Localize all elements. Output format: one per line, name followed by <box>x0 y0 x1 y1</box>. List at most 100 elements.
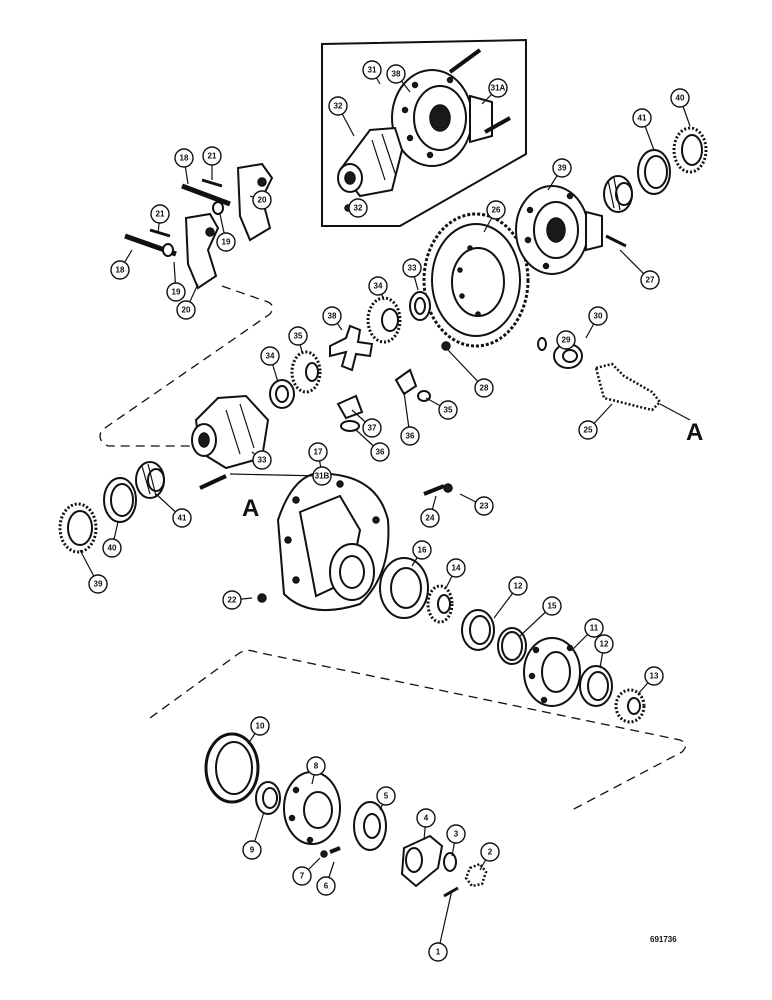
inset-case-half <box>337 126 404 198</box>
callout-circle <box>328 96 348 116</box>
adjuster-nut-right <box>672 126 708 174</box>
callout-circle <box>412 540 432 560</box>
dashed-group-outlines <box>99 285 687 811</box>
callout-layer: 1234567891011121213141516171818191920202… <box>79 60 691 962</box>
callout-label: 31A <box>491 84 506 93</box>
callout-32: 32 <box>348 198 368 218</box>
callout-4: 4 <box>416 808 436 841</box>
callout-label: 30 <box>594 312 603 321</box>
callout-33: 33 <box>402 258 422 291</box>
callout-31A: 31A <box>481 78 508 105</box>
callout-31B: 31B <box>229 466 332 486</box>
callout-1: 1 <box>428 889 453 962</box>
callout-34: 34 <box>368 276 388 301</box>
callout-label: 18 <box>116 266 125 275</box>
callout-label: 26 <box>492 206 501 215</box>
callout-circle <box>542 596 562 616</box>
callout-circle <box>172 508 192 528</box>
callout-19: 19 <box>216 213 236 252</box>
callout-circle <box>644 666 664 686</box>
callout-label: 24 <box>426 514 435 523</box>
callout-label: 5 <box>384 792 389 801</box>
inset-box <box>321 38 527 227</box>
pinion-gears-36 <box>336 368 418 420</box>
callout-label: 8 <box>314 762 319 771</box>
callout-label: 32 <box>354 204 363 213</box>
callout-label: 20 <box>182 306 191 315</box>
bearing-cup-40 <box>103 477 137 523</box>
deflector-5 <box>353 801 387 851</box>
callout-circle <box>260 346 280 366</box>
cage-11 <box>523 637 581 707</box>
callout-label: 4 <box>424 814 429 823</box>
callout-16: 16 <box>411 540 432 567</box>
callout-label: 1 <box>436 948 441 957</box>
callout-6: 6 <box>316 861 336 896</box>
callout-8: 8 <box>306 756 326 785</box>
callout-41: 41 <box>155 493 192 528</box>
callout-label: 20 <box>258 196 267 205</box>
callout-circle <box>474 378 494 398</box>
callout-37: 37 <box>351 409 382 438</box>
callout-label: 41 <box>178 514 187 523</box>
callout-circle <box>584 618 604 638</box>
callout-28: 28 <box>447 349 494 398</box>
callout-circle <box>306 756 326 776</box>
callout-15: 15 <box>519 596 562 637</box>
callout-label: 9 <box>250 846 255 855</box>
callout-circle <box>288 326 308 346</box>
callout-circle <box>88 574 108 594</box>
plug-22 <box>257 593 267 603</box>
callout-20: 20 <box>249 190 272 210</box>
callout-label: 38 <box>392 70 401 79</box>
callout-label: 25 <box>584 426 593 435</box>
callout-label: 29 <box>562 336 571 345</box>
callout-21: 21 <box>202 146 222 180</box>
small-bolt-27 <box>605 234 627 248</box>
callout-label: 16 <box>418 546 427 555</box>
callout-circle <box>386 64 406 84</box>
callout-40: 40 <box>102 521 122 558</box>
callout-36: 36 <box>400 391 420 446</box>
case-half-32-lower <box>191 394 270 470</box>
nut-2 <box>464 862 488 888</box>
yoke-4 <box>400 834 444 888</box>
callout-label: 2 <box>488 848 493 857</box>
callout-label: 35 <box>294 332 303 341</box>
callout-label: 11 <box>590 624 599 633</box>
plug-28 <box>441 341 451 351</box>
callout-14: 14 <box>445 558 466 589</box>
callout-circle <box>202 146 222 166</box>
callout-label: 21 <box>208 152 217 161</box>
callout-circle <box>640 270 660 290</box>
callout-label: 39 <box>94 580 103 589</box>
callout-circle <box>578 420 598 440</box>
callout-label: 22 <box>228 596 237 605</box>
callout-circle <box>480 842 500 862</box>
callout-label: 32 <box>334 102 343 111</box>
callout-label: 7 <box>300 872 305 881</box>
callout-label: 40 <box>676 94 685 103</box>
callout-18: 18 <box>110 249 133 280</box>
callout-label: 35 <box>444 406 453 415</box>
callout-39: 39 <box>547 158 572 191</box>
bolt-31a <box>199 474 227 490</box>
callout-label: 23 <box>480 502 489 511</box>
ring-gear <box>422 212 530 348</box>
cap-bolts <box>124 178 231 257</box>
callout-circle <box>474 496 494 516</box>
callout-circle <box>222 590 242 610</box>
washer-3 <box>443 852 457 872</box>
cross-shaft-37 <box>329 324 374 372</box>
callout-13: 13 <box>637 666 664 695</box>
callout-label: 40 <box>108 544 117 553</box>
callout-7: 7 <box>292 857 321 886</box>
callout-circle <box>316 876 336 896</box>
figure-id: 691736 <box>650 935 677 944</box>
callout-circle <box>102 538 122 558</box>
callout-label: 3 <box>454 830 459 839</box>
callout-32: 32 <box>328 96 355 137</box>
callout-12: 12 <box>493 576 528 619</box>
callout-circle <box>312 466 332 486</box>
snap-ring-30 <box>537 337 547 351</box>
